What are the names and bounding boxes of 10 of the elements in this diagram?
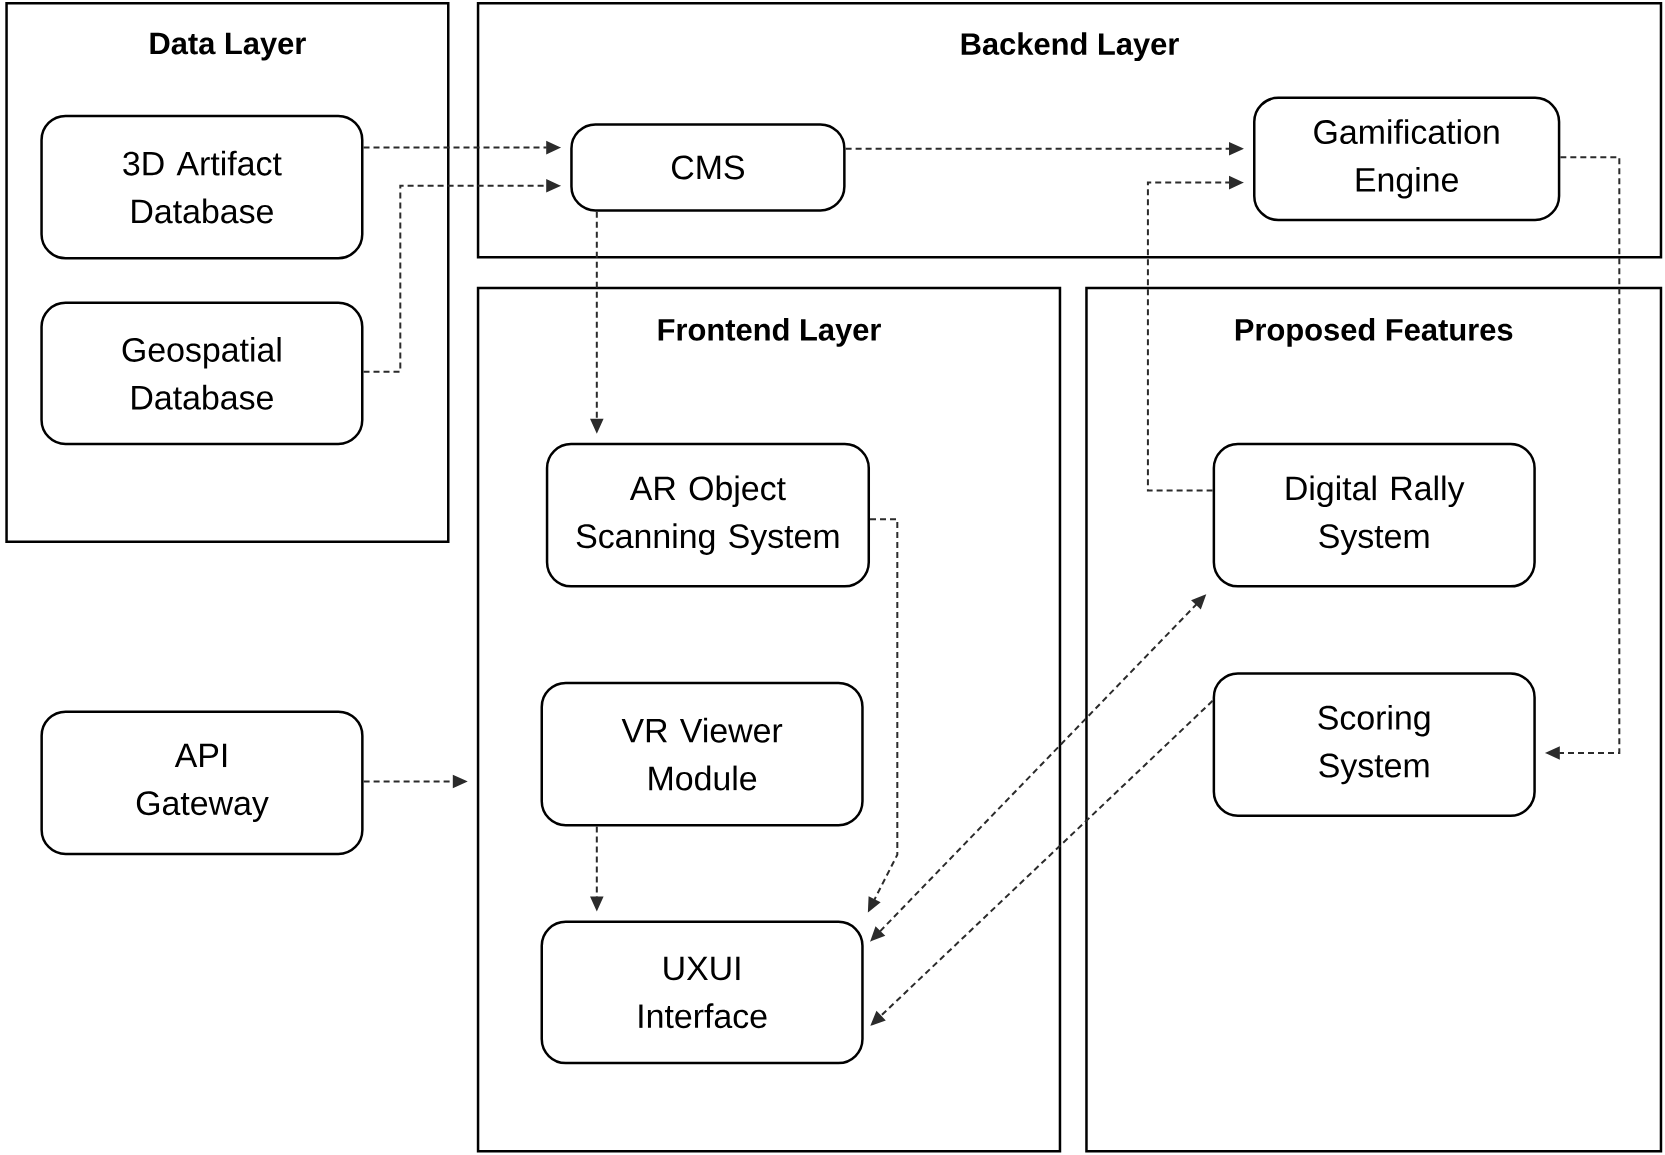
component-box: Digital Rally System	[1212, 442, 1536, 588]
component-box: VR Viewer Module	[540, 681, 864, 827]
component-box: 3D Artifact Database	[40, 114, 364, 260]
component-box: API Gateway	[40, 710, 364, 856]
component-box: Gamification Engine	[1253, 96, 1561, 222]
component-box: Scoring System	[1212, 672, 1536, 817]
component-box: UXUI Interface	[540, 920, 864, 1065]
component-box: AR Object Scanning System	[545, 442, 870, 588]
component-box: Geospatial Database	[40, 301, 364, 446]
component-box: CMS	[570, 123, 846, 212]
